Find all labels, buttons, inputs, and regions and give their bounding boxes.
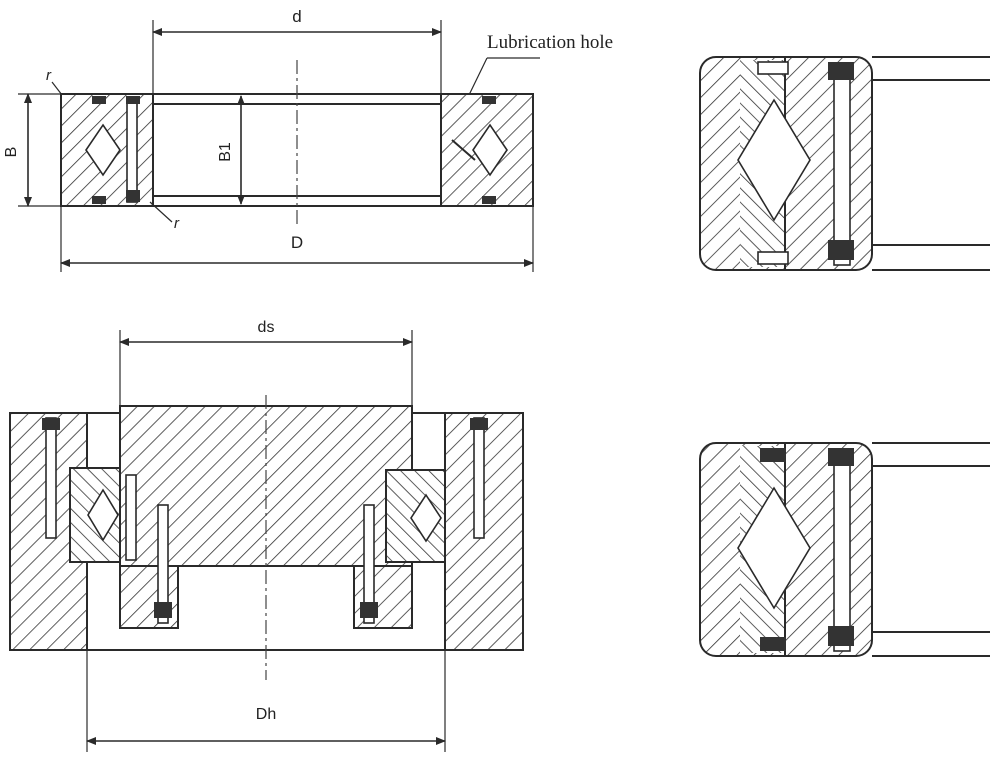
left-roller [85, 123, 121, 177]
detail-lower-bolt [833, 450, 851, 652]
lubrication-hole-label: Lubrication hole [487, 32, 613, 53]
detail-lower-roller [737, 486, 811, 610]
D-label: D [291, 233, 303, 252]
left-bolt [126, 97, 138, 203]
main-section-view: d Lubrication hole B B1 [3, 7, 613, 272]
d-label: d [292, 7, 301, 26]
housing-bolt-left [45, 417, 57, 539]
right-clamp-ring [353, 565, 413, 629]
detail-upper-roller [737, 98, 811, 222]
Dh-label: Dh [256, 706, 276, 723]
right-roller [472, 123, 508, 177]
B1-label: B1 [217, 142, 234, 162]
left-clamp-ring [119, 565, 179, 629]
detail-section-lower [699, 442, 990, 657]
shaft-bolt-right [363, 504, 375, 624]
r-top-label: r [46, 67, 52, 84]
r-bottom-label: r [174, 215, 180, 232]
detail-section-upper [699, 56, 990, 271]
shaft-bolt-left [157, 504, 169, 624]
ds-label: ds [258, 319, 275, 336]
mounting-section-view: ds Dh [9, 319, 524, 752]
B-label: B [3, 147, 20, 158]
housing-bolt-right [473, 417, 485, 539]
detail-upper-bolt [833, 64, 851, 266]
